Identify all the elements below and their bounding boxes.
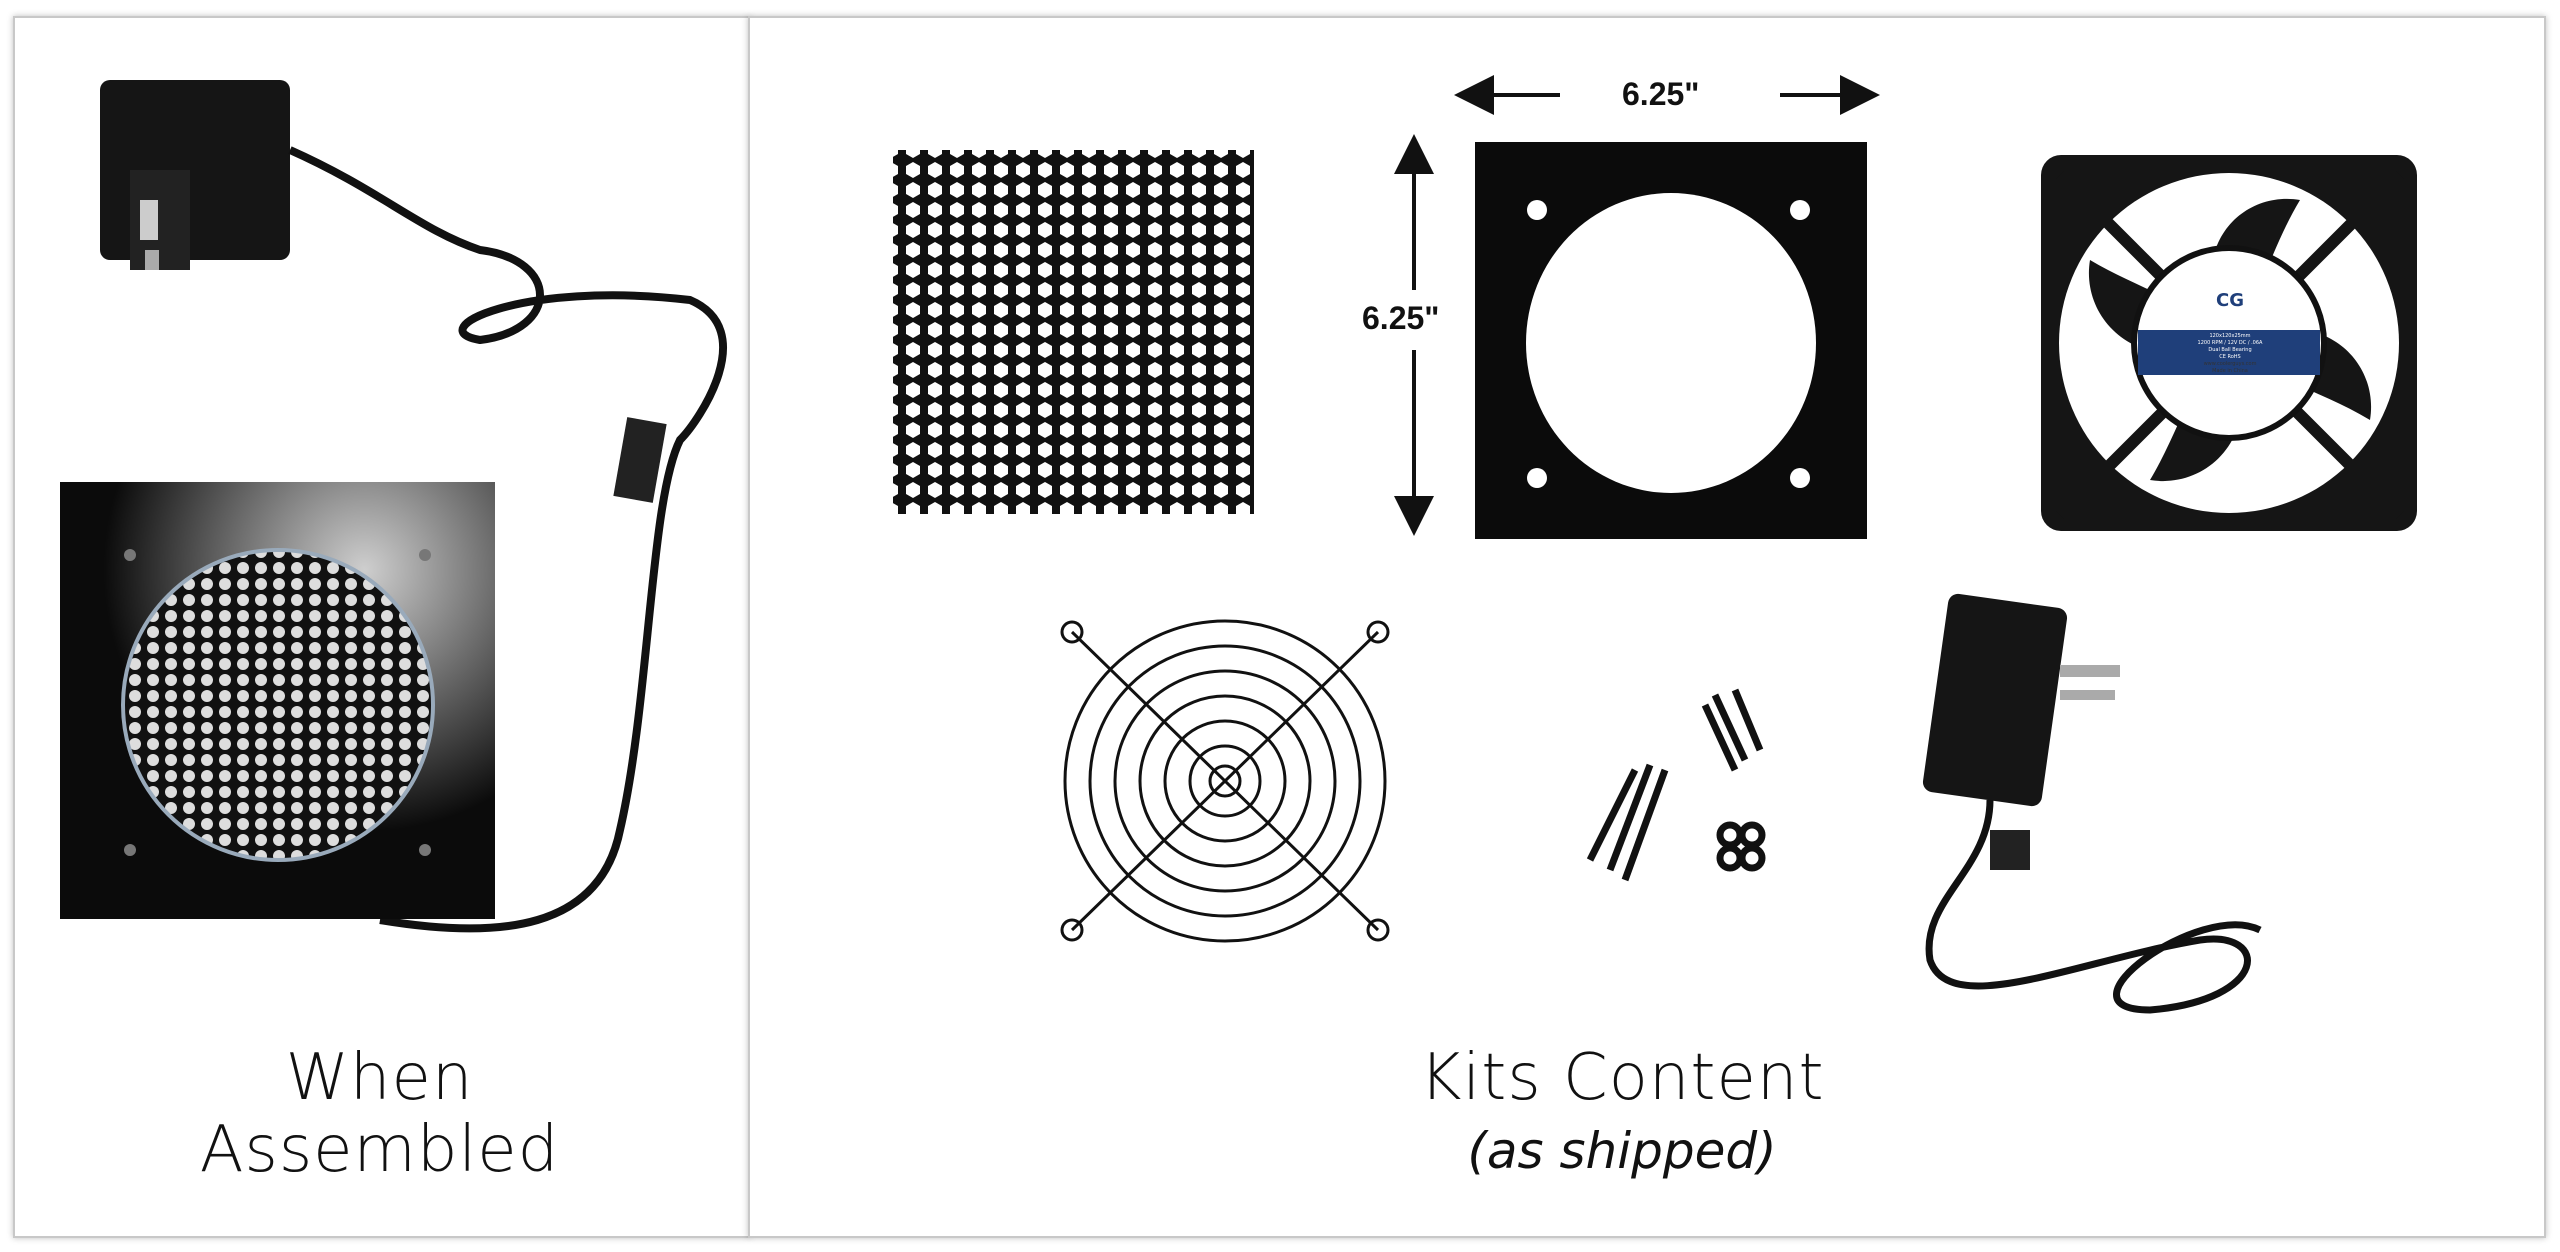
fan-brand-logo: CG <box>2216 290 2244 311</box>
assembled-fan-panel-icon <box>60 482 495 919</box>
assembled-kit-image <box>60 80 727 933</box>
fan-website: www.coolerguys.com <box>2203 361 2257 367</box>
power-adapter-icon <box>1922 593 2262 1014</box>
fan-certs: CE RoHS <box>2219 354 2241 360</box>
kit-contents-subcaption: (as shipped) <box>1467 1122 1777 1180</box>
assembled-caption: When Assembled <box>13 1042 746 1186</box>
power-cable-icon <box>288 146 727 933</box>
perforated-mesh-icon <box>893 150 1254 514</box>
fan-specs: 1200 RPM / 12V DC / .06A <box>2197 340 2263 346</box>
fan-bearing: Dual Ball Bearing <box>2208 347 2252 353</box>
screws-and-nuts-icon <box>1586 688 1766 882</box>
cooling-fan-icon <box>2041 155 2417 531</box>
kit-contents-caption: Kits Content <box>1419 1041 1825 1115</box>
fan-model: CG12025L12B2-3Y <box>2206 326 2254 332</box>
fan-origin: Made in China <box>2212 368 2248 374</box>
power-adapter-icon <box>100 80 290 270</box>
width-dimension-label: 6.25" <box>1622 76 1700 112</box>
caption-line-2: Assembled <box>199 1113 560 1187</box>
height-dimension-label: 6.25" <box>1362 300 1440 336</box>
mounting-plate-icon <box>1475 142 1867 539</box>
kit-contents-image <box>893 75 2417 1014</box>
finger-guard-icon <box>1060 619 1390 943</box>
caption-line-1: When <box>285 1041 474 1115</box>
fan-hub-label: CG CG12025L12B2-3Y 120x120x25mm 1200 RPM… <box>2160 290 2300 375</box>
fan-size: 120x120x25mm <box>2209 333 2251 339</box>
